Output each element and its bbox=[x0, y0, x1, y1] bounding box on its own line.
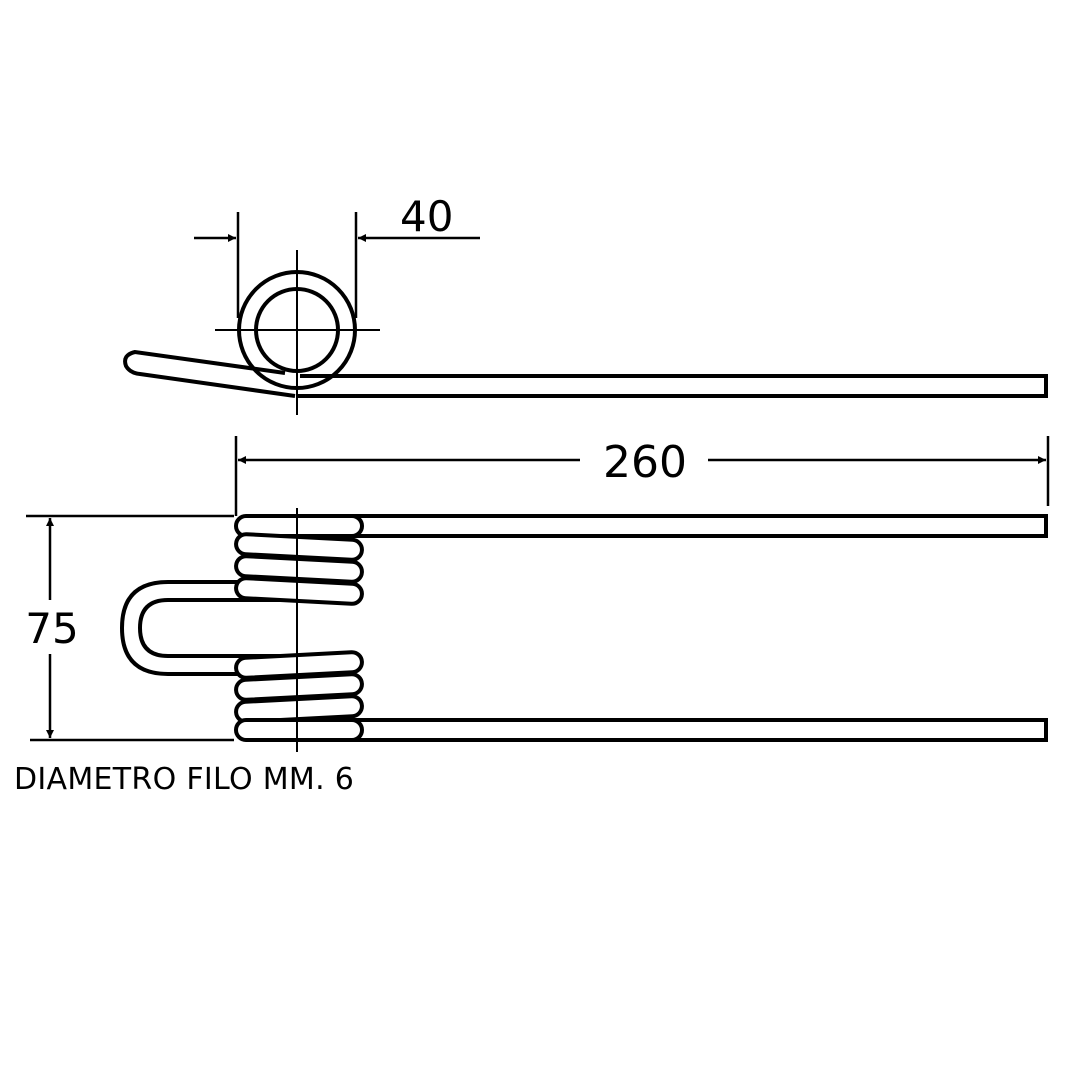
height-dimension bbox=[26, 514, 234, 742]
long-tine-top-view bbox=[296, 374, 1048, 398]
tail-wire bbox=[123, 349, 296, 398]
u-loop-outer bbox=[119, 580, 300, 676]
dim-tine-length-label: 260 bbox=[603, 437, 687, 488]
lower-tine bbox=[300, 718, 1048, 742]
upper-coil-winding bbox=[234, 576, 364, 606]
lower-coil-winding bbox=[234, 718, 364, 742]
top-view bbox=[119, 514, 1048, 742]
length-dimension bbox=[234, 436, 1050, 516]
side-view bbox=[123, 212, 1048, 415]
wire-diameter-caption: DIAMETRO FILO MM. 6 bbox=[14, 762, 355, 797]
dim-coil-spacing-label: 75 bbox=[25, 604, 78, 653]
upper-tine bbox=[300, 514, 1048, 538]
u-loop-inner bbox=[137, 598, 300, 658]
dim-coil-diameter-label: 40 bbox=[400, 192, 453, 241]
